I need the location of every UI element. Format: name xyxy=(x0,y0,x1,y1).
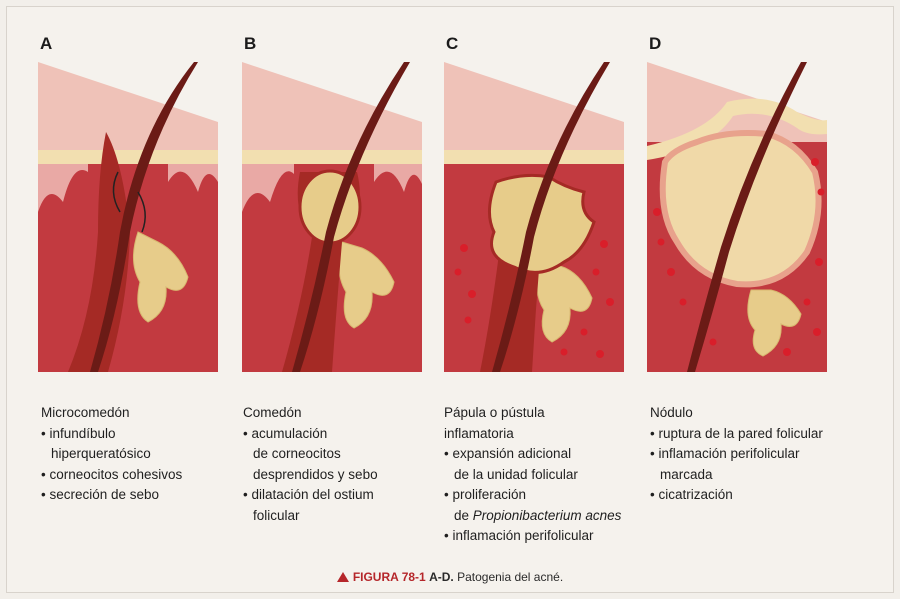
stratum-corneum xyxy=(38,150,218,164)
caption-line: inflamación perifolicular xyxy=(650,444,880,465)
figure-label: FIGURA 78-1 xyxy=(353,570,426,584)
panel-letter-b: B xyxy=(244,34,256,54)
caption-line: proliferación xyxy=(444,485,649,506)
caption-line: corneocitos cohesivos xyxy=(41,465,246,486)
species-prefix: de xyxy=(454,508,473,523)
caption-c: Pápula o pústula inflamatoria expansión … xyxy=(444,403,649,547)
panel-a: A xyxy=(38,36,218,386)
illustration-papule xyxy=(444,62,624,372)
caption-line: cicatrización xyxy=(650,485,880,506)
panel-c: C xyxy=(444,36,624,386)
caption-line: ruptura de la pared folicular xyxy=(650,424,880,445)
panel-letter-d: D xyxy=(649,34,661,54)
caption-line: desprendidos y sebo xyxy=(243,465,448,486)
figure-text: Patogenia del acné. xyxy=(457,570,563,584)
caption-title: Nódulo xyxy=(650,403,880,424)
caption-line: folicular xyxy=(243,506,448,527)
illustration-comedo xyxy=(242,62,422,372)
illustration-nodule xyxy=(647,62,827,372)
caption-line: de la unidad folicular xyxy=(444,465,649,486)
caption-a: Microcomedón infundíbulo hiperqueratósic… xyxy=(41,403,246,506)
caption-title: Pápula o pústula xyxy=(444,403,649,424)
triangle-icon xyxy=(337,572,349,582)
caption-d: Nódulo ruptura de la pared folicular inf… xyxy=(650,403,880,506)
caption-line: expansión adicional xyxy=(444,444,649,465)
panel-letter-a: A xyxy=(40,34,52,54)
figure-caption: FIGURA 78-1 A-D. Patogenia del acné. xyxy=(0,570,900,584)
caption-title: Comedón xyxy=(243,403,448,424)
caption-title-line-2: inflamatoria xyxy=(444,424,649,445)
panel-b: B xyxy=(242,36,422,386)
caption-line: de corneocitos xyxy=(243,444,448,465)
caption-line: infundíbulo xyxy=(41,424,246,445)
panel-d: D xyxy=(647,36,827,386)
illustration-microcomedo xyxy=(38,62,218,372)
caption-line: dilatación del ostium xyxy=(243,485,448,506)
caption-b: Comedón acumulación de corneocitos despr… xyxy=(243,403,448,526)
caption-line: secreción de sebo xyxy=(41,485,246,506)
caption-line: hiperqueratósico xyxy=(41,444,246,465)
caption-line: acumulación xyxy=(243,424,448,445)
species-name: Propionibacterium acnes xyxy=(473,508,622,523)
caption-line: inflamación perifolicular xyxy=(444,526,649,547)
figure-parts: A-D. xyxy=(429,570,454,584)
caption-title: Microcomedón xyxy=(41,403,246,424)
caption-line: marcada xyxy=(650,465,880,486)
caption-line-species: de Propionibacterium acnes xyxy=(444,506,649,527)
panel-letter-c: C xyxy=(446,34,458,54)
